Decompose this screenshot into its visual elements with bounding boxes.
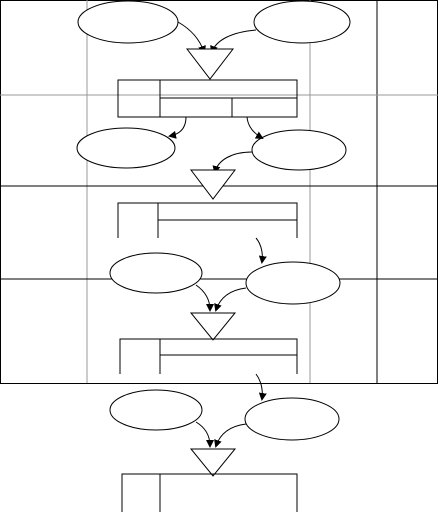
flow-arrow [212, 151, 253, 174]
ellipse-node [77, 0, 179, 44]
ellipse-node [244, 397, 340, 441]
data-block [117, 79, 298, 118]
flow-arrow [214, 423, 247, 448]
flow-arrow [177, 21, 206, 54]
merge-triangle [185, 48, 235, 80]
data-block [121, 473, 298, 512]
ellipse-node [76, 127, 176, 169]
merge-triangle [189, 312, 237, 341]
swimlane-grid [0, 0, 438, 384]
flow-arrow [195, 284, 214, 312]
merge-triangle [189, 448, 237, 477]
flow-arrow [195, 421, 214, 448]
merge-triangle [189, 169, 237, 200]
flow-arrow [246, 116, 264, 139]
ellipse-node [251, 129, 347, 171]
flow-arrow [255, 237, 267, 264]
ellipse-node [253, 0, 351, 44]
data-block [117, 202, 298, 238]
flow-arrow [214, 287, 247, 312]
ellipse-node [245, 261, 341, 305]
flow-arrow [168, 116, 187, 139]
ellipse-node [109, 252, 203, 294]
ellipse-node [109, 389, 203, 431]
data-block [119, 338, 298, 374]
flow-arrow [255, 373, 267, 401]
